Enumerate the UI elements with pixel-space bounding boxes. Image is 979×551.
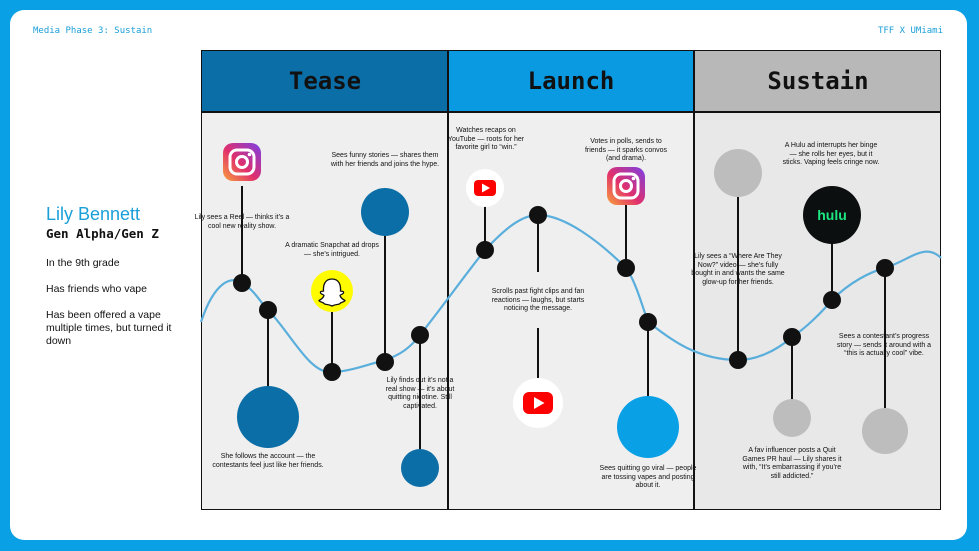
curve-node [259, 301, 277, 319]
brand-label: TFF X UMiami [877, 26, 943, 36]
moment-circle [401, 449, 439, 487]
curve-node [617, 259, 635, 277]
annotation-sustain-2: A fav influencer posts a Quit Games PR h… [742, 447, 842, 480]
moment-circle [361, 188, 409, 236]
slide: Media Phase 3: Sustain TFF X UMiami Lily… [10, 10, 967, 540]
phase-header-tease: Tease [202, 51, 448, 111]
moment-circle [617, 396, 679, 458]
annotation-launch-1: Watches recaps on YouTube — roots for he… [447, 127, 525, 151]
curve-node [476, 241, 494, 259]
phase-label: Media Phase 3: Sustain [33, 26, 153, 36]
moment-circle [714, 149, 762, 197]
youtube-icon [513, 378, 563, 428]
curve-node [529, 206, 547, 224]
annotation-tease-1: Lily sees a Reel — thinks it’s a cool ne… [194, 214, 290, 230]
annotation-tease-5: Lily finds out it’s not a real show — it… [385, 377, 455, 410]
column-divider [447, 51, 449, 509]
phase-header-launch: Launch [448, 51, 694, 111]
persona-generation: Gen Alpha/Gen Z [46, 226, 159, 241]
annotation-sustain-3: A Hulu ad interrupts her binge — she rol… [782, 142, 880, 166]
annotation-tease-2: She follows the account — the contestant… [212, 453, 324, 469]
snapchat-icon [311, 270, 353, 312]
phase-header-sustain: Sustain [694, 51, 940, 111]
moment-circle [862, 408, 908, 454]
curve-node [729, 351, 747, 369]
curve-node [233, 274, 251, 292]
instagram-icon [223, 143, 261, 181]
annotation-launch-4: Sees quitting go viral — people are toss… [599, 465, 697, 489]
annotation-sustain-4: Sees a contestant’s progress story — sen… [836, 333, 932, 357]
curve-node [783, 328, 801, 346]
persona-trait: Has friends who vape [46, 283, 147, 295]
annotation-launch-3: Votes in polls, sends to friends — it sp… [584, 138, 668, 162]
annotation-tease-4: Sees funny stories — shares them with he… [330, 152, 440, 168]
curve-node [411, 326, 429, 344]
curve-node [376, 353, 394, 371]
persona-name: Lily Bennett [46, 204, 141, 224]
curve-node [876, 259, 894, 277]
header-divider [202, 111, 940, 113]
curve-node [323, 363, 341, 381]
annotation-sustain-1: Lily sees a “Where Are They Now?” video … [691, 253, 785, 286]
persona-trait: Has been offered a vape multiple times, … [46, 309, 172, 347]
persona-trait: In the 9th grade [46, 257, 120, 269]
column-divider [693, 51, 695, 509]
curve-node [639, 313, 657, 331]
journey-board: Tease Launch Sustain [201, 50, 941, 510]
moment-circle [773, 399, 811, 437]
instagram-icon [607, 167, 645, 205]
annotation-launch-2: Scrolls past fight clips and fan reactio… [491, 288, 585, 312]
youtube-icon [466, 169, 504, 207]
curve-node [823, 291, 841, 309]
moment-circle [237, 386, 299, 448]
annotation-tease-3: A dramatic Snapchat ad drops — she’s int… [285, 242, 379, 258]
svg-text:hulu: hulu [817, 207, 847, 223]
hulu-icon: hulu [803, 186, 861, 244]
journey-diagram: hulu [199, 143, 942, 487]
